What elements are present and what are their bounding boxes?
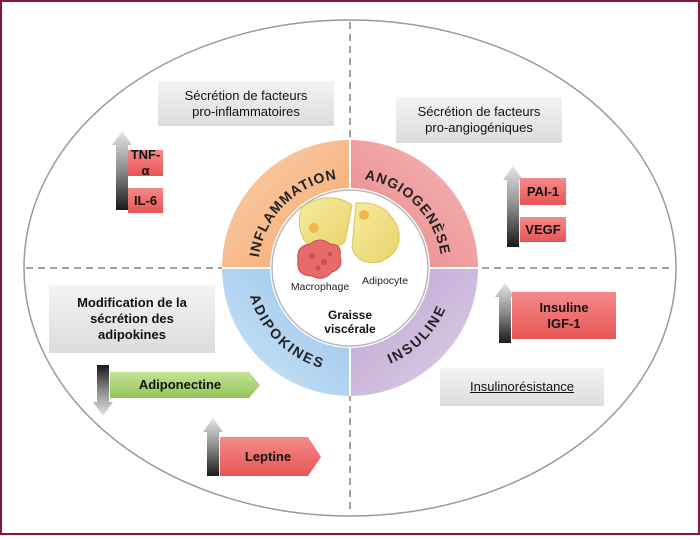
arrow-up-leptine-icon (203, 418, 223, 476)
factor-vegf: VEGF (525, 221, 561, 237)
quadrant-angiogenese (350, 140, 478, 268)
macrophage-label: Macrophage (291, 281, 350, 293)
text-angiogenese-line1: Sécrétion de facteurs (417, 104, 541, 119)
text-adipokines-line1: Modification de la (77, 295, 187, 310)
factor-pai1: PAI-1 (526, 183, 560, 199)
factor-il6: IL-6 (133, 192, 158, 208)
center-title-line1: Graisse (328, 308, 372, 322)
adipocyte-label: Adipocyte (362, 275, 408, 287)
factor-insuline: Insuline (539, 299, 589, 315)
text-insulinoresistance: Insulinorésistance (469, 379, 575, 394)
macrophage-icon (297, 239, 342, 279)
box-adipokines (49, 285, 215, 353)
box-il6 (128, 188, 163, 213)
center-title-line2: viscérale (324, 322, 376, 336)
quadrant-insuline (350, 268, 478, 396)
factor-igf1: IGF-1 (547, 315, 581, 331)
quadrant-inflammation (222, 140, 350, 268)
quadrant-adipokines (222, 268, 350, 396)
factor-tnf: TNF-α (130, 147, 161, 178)
text-inflammation: Sécrétion de facteurs pro-inflammatoires (158, 81, 334, 126)
text-adipokines-line2: sécrétion des (90, 311, 174, 326)
box-inflammation (158, 81, 334, 126)
text-inflammation-line2: pro-inflammatoires (192, 103, 300, 119)
box-tnf (128, 150, 163, 176)
box-pai1 (520, 178, 566, 205)
arrow-up-inflammation-icon (112, 131, 132, 210)
arrow-down-adiponectine-icon (93, 365, 113, 416)
factor-insuline-igf1: Insuline IGF-1 (512, 292, 616, 339)
box-insuline-igf1 (512, 292, 616, 339)
arrow-up-insuline-icon (495, 283, 515, 343)
factor-adiponectine: Adiponectine (138, 377, 222, 392)
text-angiogenese-line2: pro-angiogéniques (425, 120, 533, 135)
text-adipokines-line3: adipokines (98, 327, 166, 342)
box-leptine (220, 437, 321, 476)
text-angiogenese: Sécrétion de facteurs pro-angiogéniques (396, 97, 562, 143)
text-inflammation-line1: Sécrétion de facteurs (184, 87, 308, 103)
box-vegf (520, 217, 566, 242)
text-adipokines: Modification de la sécrétion des adipoki… (49, 285, 215, 353)
factor-leptine: Leptine (244, 448, 292, 464)
arrow-up-angiogenese-icon (503, 166, 523, 247)
box-angiogenese (396, 97, 562, 143)
adipocyte-right-icon (351, 202, 400, 264)
box-insulinoresistance (440, 368, 604, 406)
box-adiponectine (110, 372, 260, 398)
